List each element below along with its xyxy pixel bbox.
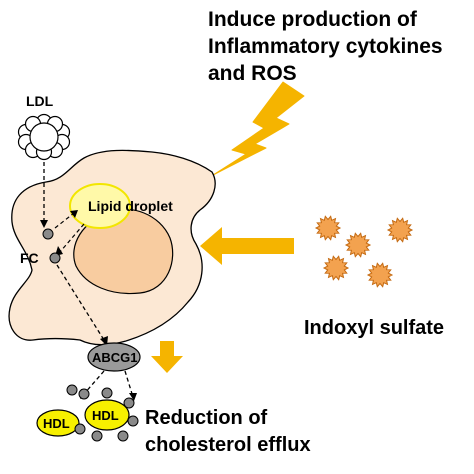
efflux-arrow-left	[83, 370, 105, 395]
indoxyl-entry-arrow-icon	[200, 227, 294, 265]
hdl-label-2: HDL	[92, 408, 119, 423]
cholesterol-dot	[42, 228, 54, 240]
hdl-particle-2: HDL	[74, 387, 139, 442]
free-cholesterol-dot	[49, 252, 61, 264]
abcg1-transporter	[87, 342, 141, 372]
abcg1-label: ABCG1	[92, 350, 138, 365]
efflux-arrow-right	[124, 370, 134, 398]
efflux-arrowhead-right	[129, 393, 137, 401]
indoxyl-sulfate-particle-icon	[366, 262, 394, 288]
fc-label: FC	[20, 250, 39, 266]
induce-line-2: Inflammatory cytokines	[208, 35, 443, 58]
nucleus	[73, 208, 174, 295]
esterification-arrowhead	[70, 210, 78, 218]
hdl-label-1: HDL	[43, 416, 70, 431]
hydrolysis-arrow	[59, 223, 85, 253]
reduction-down-arrow-icon	[151, 341, 183, 373]
induce-production-text: Induce production of Inflammatory cytoki…	[208, 8, 443, 85]
reduction-line-2: cholesterol efflux	[145, 434, 311, 456]
induce-line-3: and ROS	[208, 62, 297, 85]
indoxyl-sulfate-particle-icon	[322, 255, 350, 281]
ldl-particle-icon	[17, 113, 71, 161]
lipid-droplet-label: Lipid droplet	[88, 198, 173, 214]
lipid-droplet	[69, 183, 131, 229]
indoxyl-sulfate-particle-icon	[344, 232, 372, 258]
indoxyl-sulfate-particles	[314, 215, 414, 288]
ldl-uptake-arrowhead	[40, 220, 48, 228]
hdl-cholesterol-dots	[74, 387, 139, 442]
indoxyl-sulfate-particle-icon	[386, 217, 414, 243]
induce-line-1: Induce production of	[208, 8, 418, 31]
indoxyl-sulfate-particle-icon	[314, 215, 342, 241]
hdl-particle-1: HDL	[36, 384, 80, 437]
indoxyl-sulfate-label: Indoxyl sulfate	[304, 317, 444, 339]
reduction-line-1: Reduction of	[145, 407, 268, 429]
ldl-label: LDL	[26, 93, 54, 109]
fc-to-abcg1-arrow	[56, 264, 105, 341]
lightning-bolt-icon	[212, 81, 305, 176]
